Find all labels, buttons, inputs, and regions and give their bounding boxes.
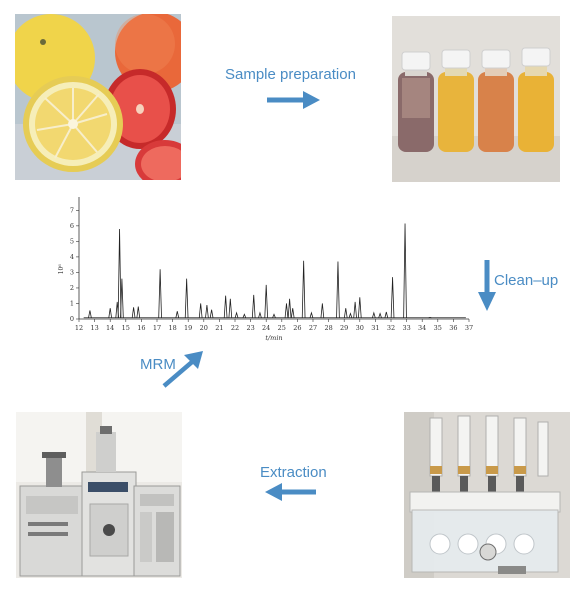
x-tick-label: 32 [387,324,395,332]
x-tick-label: 28 [324,324,332,332]
chromatogram-peak [205,304,209,318]
chromatogram-peak [131,307,136,318]
chromatogram-peak [353,301,357,318]
x-tick-label: 29 [340,324,348,332]
chromatogram-peak [336,261,340,318]
sample-bottles-photo [392,16,560,182]
chromatogram-peak [358,297,362,318]
chromatogram-peak [348,312,353,318]
x-tick-label: 13 [90,324,98,332]
chromatogram-peak [108,308,112,318]
chromatogram-peak [223,295,228,318]
x-tick-label: 36 [449,324,457,332]
chromatogram-peak [88,310,92,318]
chromatogram-peak [290,308,295,318]
chromatogram-peak [184,278,189,318]
x-tick-label: 22 [231,324,239,332]
x-tick-label: 31 [371,324,379,332]
chromatogram-peak [228,298,233,318]
x-tick-label: 16 [137,324,145,332]
y-tick-label: 7 [70,207,74,215]
x-tick-label: 26 [293,324,301,332]
chromatogram-peak [251,294,256,318]
chromatogram-peak [258,311,262,318]
y-tick-label: 3 [70,269,74,277]
x-tick-label: 35 [434,324,442,332]
y-tick-label: 0 [70,315,74,323]
chromatogram-peak [372,311,376,318]
arrow-up-right-icon [162,351,203,388]
chromatogram-peak [284,303,289,318]
x-tick-label: 20 [200,324,208,332]
chromatogram-peak [272,313,276,318]
x-axis-label: t/min [265,334,282,342]
x-tick-label: 14 [106,324,114,332]
chromatogram-peak [175,311,180,318]
chromatogram-peak [320,303,325,318]
x-tick-label: 33 [402,324,410,332]
y-tick-label: 6 [70,222,74,230]
chromatogram-peak [384,311,389,318]
x-tick-label: 19 [184,324,192,332]
x-tick-label: 30 [356,324,364,332]
x-tick-label: 23 [246,324,254,332]
x-tick-label: 18 [168,324,176,332]
y-tick-label: 5 [70,238,74,246]
arrow-right-icon [267,91,320,109]
y-tick-label: 2 [70,284,74,292]
chromatogram-peak [198,303,203,318]
step-label-sample-preparation: Sample preparation [225,66,356,83]
chromatogram-peak [242,313,247,318]
gc-ms-instrument-photo [16,412,182,578]
x-tick-label: 15 [122,324,130,332]
chromatogram-peak [209,309,214,318]
chromatogram-peak [264,284,268,318]
chromatogram-peak [287,298,292,318]
x-tick-label: 34 [418,324,426,332]
step-label-extraction: Extraction [260,464,327,481]
chromatogram-peak [390,277,395,318]
chromatogram-peak [343,308,348,318]
x-tick-label: 21 [215,324,223,332]
x-tick-label: 37 [465,324,473,332]
x-tick-label: 24 [262,324,270,332]
chromatogram-peak [309,311,314,318]
y-axis-label: 10⁶ [58,264,65,275]
chromatogram-peak [117,228,122,318]
chromatogram-peak [403,223,407,318]
chromatogram-peak [378,312,382,318]
chromatogram-peak [120,278,124,318]
grapefruit-photo [15,14,181,180]
arrow-down-icon [478,260,496,311]
y-tick-label: 1 [70,300,74,308]
step-label-clean-up: Clean–up [494,272,559,289]
y-tick-label: 4 [70,253,74,261]
chromatogram-peak [136,306,141,318]
arrow-left-icon [265,483,316,501]
x-tick-label: 25 [278,324,286,332]
x-tick-label: 12 [75,324,83,332]
chromatogram-peak [234,311,239,318]
x-tick-label: 17 [153,324,161,332]
spe-manifold-photo [404,412,570,578]
step-label-mrm: MRM [140,356,176,373]
x-tick-label: 27 [309,324,317,332]
chromatogram-peak [301,260,306,318]
chromatogram-peak [158,269,162,318]
